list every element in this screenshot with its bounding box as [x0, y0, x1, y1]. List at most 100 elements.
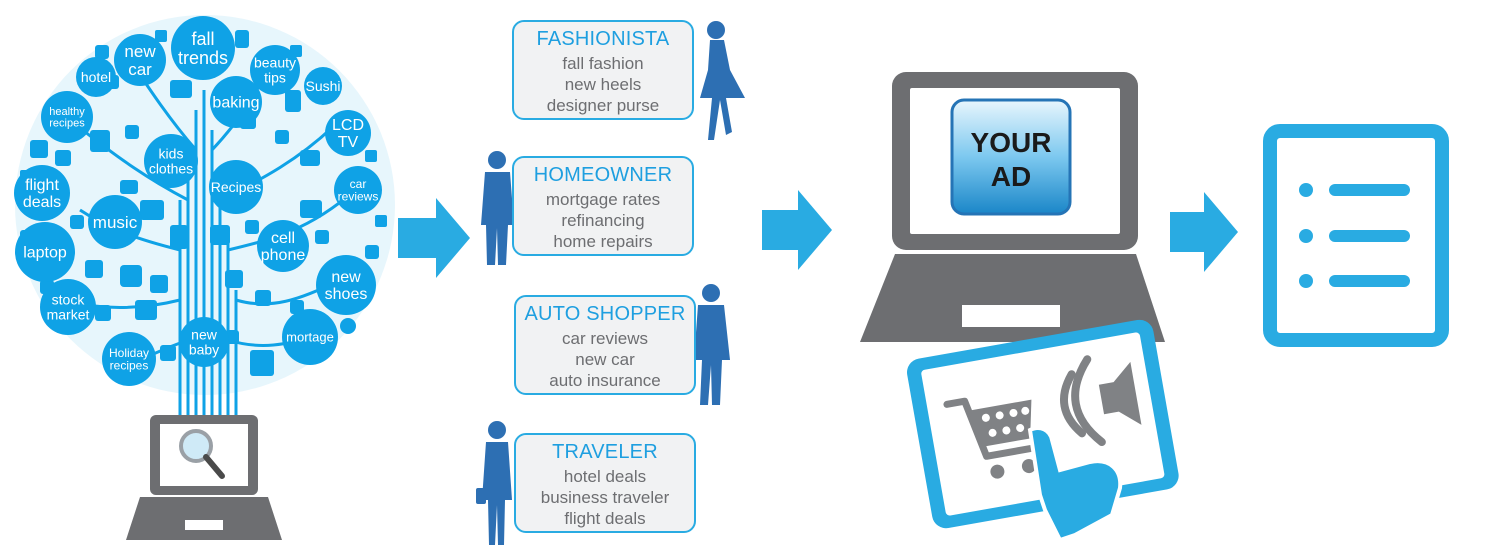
persona-interest: car reviews — [562, 329, 648, 348]
bubble-circle — [209, 160, 263, 214]
persona-interest: refinancing — [561, 211, 645, 230]
persona-card-auto-shopper: AUTO SHOPPER car reviews new car auto in… — [514, 295, 696, 395]
bubble-label: trends — [178, 48, 228, 68]
list-lines — [1329, 184, 1410, 287]
persona-interest: fall fashion — [562, 54, 644, 73]
persona-interest: new heels — [564, 75, 642, 94]
bubble-circle — [304, 67, 342, 105]
bubble-label: Holiday — [109, 346, 149, 360]
bubble-label: recipes — [110, 359, 149, 373]
persona-card-traveler: TRAVELER hotel deals business traveler f… — [514, 433, 696, 533]
bubble-label: deals — [23, 194, 61, 211]
bubble-recipes: Recipes — [209, 160, 263, 214]
your-ad-line1: YOUR — [971, 127, 1052, 158]
bubble-circle — [41, 91, 93, 143]
bubble-circle — [179, 317, 229, 367]
bubble-circle — [15, 222, 75, 282]
persona-interest: auto insurance — [549, 371, 661, 390]
bubble-label: fall — [191, 29, 214, 49]
businessman-silhouette-icon — [481, 151, 514, 265]
search-laptop-trackpad — [185, 520, 223, 530]
bubble-label: LCD — [332, 117, 364, 134]
bubble-circle — [114, 34, 166, 86]
persona-card-homeowner: HOMEOWNER mortgage rates refinancing hom… — [512, 156, 694, 256]
persona-title: AUTO SHOPPER — [524, 303, 686, 325]
bubble-circle — [171, 16, 235, 80]
list-document-icon — [1263, 124, 1449, 347]
persona-title: HOMEOWNER — [533, 164, 673, 186]
bubble-label: tips — [264, 69, 286, 85]
search-laptop-base — [126, 497, 282, 540]
bubble-label: shoes — [325, 286, 368, 303]
bubble-circle — [257, 220, 309, 272]
bubble-sushi: Sushi — [304, 67, 342, 105]
ad-laptop-trackpad — [962, 305, 1060, 327]
persona-title: FASHIONISTA — [536, 28, 670, 50]
bubble-label: new — [191, 327, 218, 343]
persona-title: TRAVELER — [552, 441, 658, 463]
persona-interest: business traveler — [540, 488, 670, 507]
bubble-mortage: mortage — [282, 309, 338, 365]
bubble-label: cell — [271, 230, 295, 247]
bubble-label: new — [124, 42, 156, 61]
bubble-label: reviews — [338, 190, 379, 204]
bubble-label: market — [47, 306, 90, 322]
bubble-label: new — [331, 269, 361, 286]
flow-arrows — [398, 190, 1238, 278]
persona-interest: mortgage rates — [545, 190, 661, 209]
bubble-label: healthy — [49, 106, 85, 118]
bubble-label: Sushi — [305, 78, 340, 94]
bubble-label: laptop — [23, 245, 67, 262]
list-bullets — [1299, 183, 1313, 288]
bubble-label: beauty — [254, 55, 296, 71]
persona-card-fashionista: FASHIONISTA fall fashion new heels desig… — [512, 20, 694, 120]
bubble-label: Recipes — [211, 179, 262, 195]
bubble-label: car — [350, 177, 367, 191]
search-laptop — [126, 415, 282, 540]
bubble-label: mortage — [286, 330, 334, 345]
bubble-label: baking — [212, 95, 259, 112]
bubble-circle — [144, 134, 198, 188]
bubble-label: music — [93, 213, 138, 232]
persona-interest: flight deals — [564, 509, 646, 528]
your-ad-line2: AD — [991, 161, 1031, 192]
bubble-circle — [88, 195, 142, 249]
woman-silhouette-icon — [700, 21, 745, 140]
persona-interest: home repairs — [553, 232, 653, 251]
bubble-laptop: laptop — [15, 222, 75, 282]
shopping-cart-icon — [943, 397, 1038, 479]
ad-laptop-base — [860, 254, 1165, 342]
bubble-circle — [76, 57, 116, 97]
ad-laptop: YOUR AD — [860, 72, 1165, 342]
bubble-label: car — [128, 60, 152, 79]
your-ad-button[interactable] — [950, 98, 1072, 216]
tree-decor-icons — [20, 30, 387, 376]
bubble-circle — [282, 309, 338, 365]
arrow-right-icon — [398, 198, 470, 278]
bubble-circle — [250, 45, 300, 95]
bubble-baking: baking — [210, 76, 262, 128]
arrow-right-icon — [1170, 192, 1238, 272]
bubble-circle — [316, 255, 376, 315]
bubble-label: phone — [261, 247, 306, 264]
bubble-circle — [325, 110, 371, 156]
bubble-circle — [334, 166, 382, 214]
bubble-label: baby — [189, 341, 219, 357]
persona-interest: new car — [575, 350, 635, 369]
